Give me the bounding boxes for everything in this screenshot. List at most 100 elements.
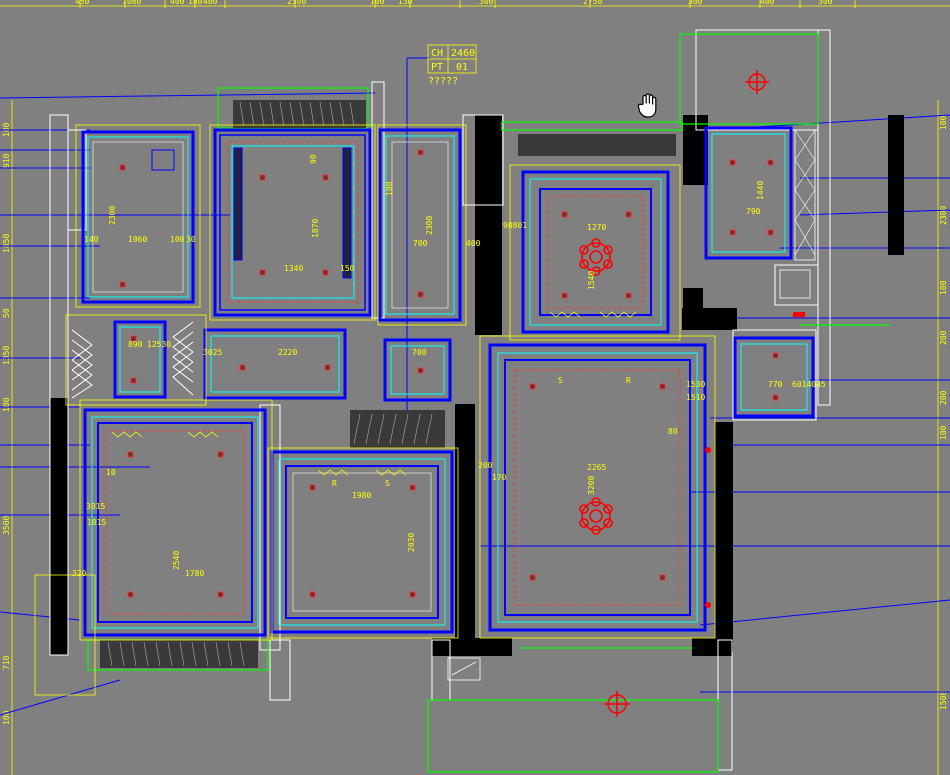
dimension-label: 1440 [756,181,765,200]
room-small-right [733,336,815,418]
green-lines [87,33,890,773]
chandelier-icon [579,497,613,535]
dimension-label: 2220 [278,348,297,357]
fan-labels: S R R S [332,376,631,488]
top-ruler-label: 100 [370,0,385,6]
dimension-label: 890 [128,340,143,349]
room-bottom-middle [270,450,454,634]
curtain-zigzag [111,311,637,476]
dimension-label: 12530 [147,340,171,349]
callout-ch-value: 2460 [451,48,475,59]
right-ruler-label: 100 [939,280,948,295]
dimension-label: 100 [170,235,185,244]
top-ruler-label: 180 [188,0,203,6]
room-living [488,343,707,632]
top-ruler-label: 300 [688,0,703,6]
misc-fixtures [447,269,811,681]
dimension-label: 1870 [311,219,320,238]
dimension-label: 2300 [425,216,434,235]
dimension-label: 1340 [284,264,303,273]
top-ruler-label: 300 [479,0,494,6]
hatch-lines [107,101,433,667]
dimension-label: 2265 [587,463,606,472]
top-ruler-label: 2750 [583,0,602,6]
room-top-right [704,126,816,261]
dimension-label: 6014045 [792,380,826,389]
dimension-label: 1780 [185,569,204,578]
left-ruler-label: 50 [2,308,11,318]
room-corridor-left [113,320,452,402]
room-top-middle [213,128,372,317]
dimension-label: 30 [186,235,196,244]
dimension-label: 90 [309,154,318,164]
top-ruler [0,0,950,8]
exterior-walls [50,115,904,656]
top-ruler-label: 300 [818,0,833,6]
dimension-label: 170 [492,473,507,482]
dimension-label: 1510 [686,393,705,402]
top-ruler-label: 2500 [287,0,306,6]
stair-pattern [71,321,194,399]
top-ruler-label: 450 [75,0,90,6]
left-ruler-label: 100 [2,710,11,725]
top-ruler-label: 400 [760,0,775,6]
left-ruler-label: 3500 [2,516,11,535]
left-ruler-label: 1850 [2,234,11,253]
dimension-label: 3015 [86,502,105,511]
dimension-label: 2300 [108,206,117,225]
dimension-label: 770 [768,380,783,389]
fan-label: R [626,376,631,385]
top-ruler-label: 1080 [122,0,141,6]
dimension-label: 1015 [87,518,106,527]
dimension-label: 1060 [128,235,147,244]
dimension-label: 2030 [407,533,416,552]
left-ruler-label: 910 [2,153,11,168]
dimension-label: 400 [466,239,481,248]
callout-pt-label: PT [431,62,443,73]
left-ruler-label: 1350 [2,346,11,365]
dimension-label: 1540 [587,271,596,290]
dimension-label: 1270 [587,223,606,232]
wall-outlines [49,29,831,771]
dimension-label: 3025 [203,348,222,357]
hand-cursor-icon[interactable] [637,93,659,119]
callout-note: ????? [428,76,458,87]
dimension-label: 1980 [352,491,371,500]
right-ruler-label: 1500 [939,691,948,710]
top-ruler-label: 130 [398,0,413,6]
fan-label: S [558,376,563,385]
fan-label: R [332,479,337,488]
dimension-label: 100 [385,181,394,196]
callout-ch-label: CH [431,48,443,59]
dimension-label: 80 [668,427,678,436]
right-ruler-label: 100 [939,115,948,130]
dimension-label: 700 [413,239,428,248]
dimension-label: 3200 [587,476,596,495]
chandelier-icon [579,238,613,276]
dimension-label: 90801 [503,221,527,230]
dimension-label: 320 [72,569,87,578]
room-bottom-left [83,408,267,637]
dimension-label: 200 [478,461,493,470]
dimension-label: 10 [106,468,116,477]
red-markers [705,312,805,608]
right-ruler: 100 2300 100 200 200 100 1500 [937,100,948,775]
dimension-label: 140 [84,235,99,244]
room-narrow [378,128,462,322]
top-ruler-labels: 450 1080 400 180 400 2500 100 130 300 27… [75,0,833,6]
yellow-outlines [34,124,716,696]
right-ruler-label: 200 [939,330,948,345]
crosshair-icon [604,691,630,717]
right-ruler-label: 2300 [939,206,948,225]
room-dining [521,170,670,334]
callout-box[interactable]: CH 2460 PT 01 ????? [427,44,477,87]
right-ruler-label: 200 [939,390,948,405]
spotlights [119,149,779,598]
dimension-labels: 2300 140 1060 100 30 1340 1870 90 150 10… [72,154,826,578]
left-ruler-label: 100 [2,397,11,412]
fan-label: S [385,479,390,488]
right-ruler-label: 100 [939,425,948,440]
left-ruler-label: 710 [2,655,11,670]
top-ruler-label: 400 [170,0,185,6]
